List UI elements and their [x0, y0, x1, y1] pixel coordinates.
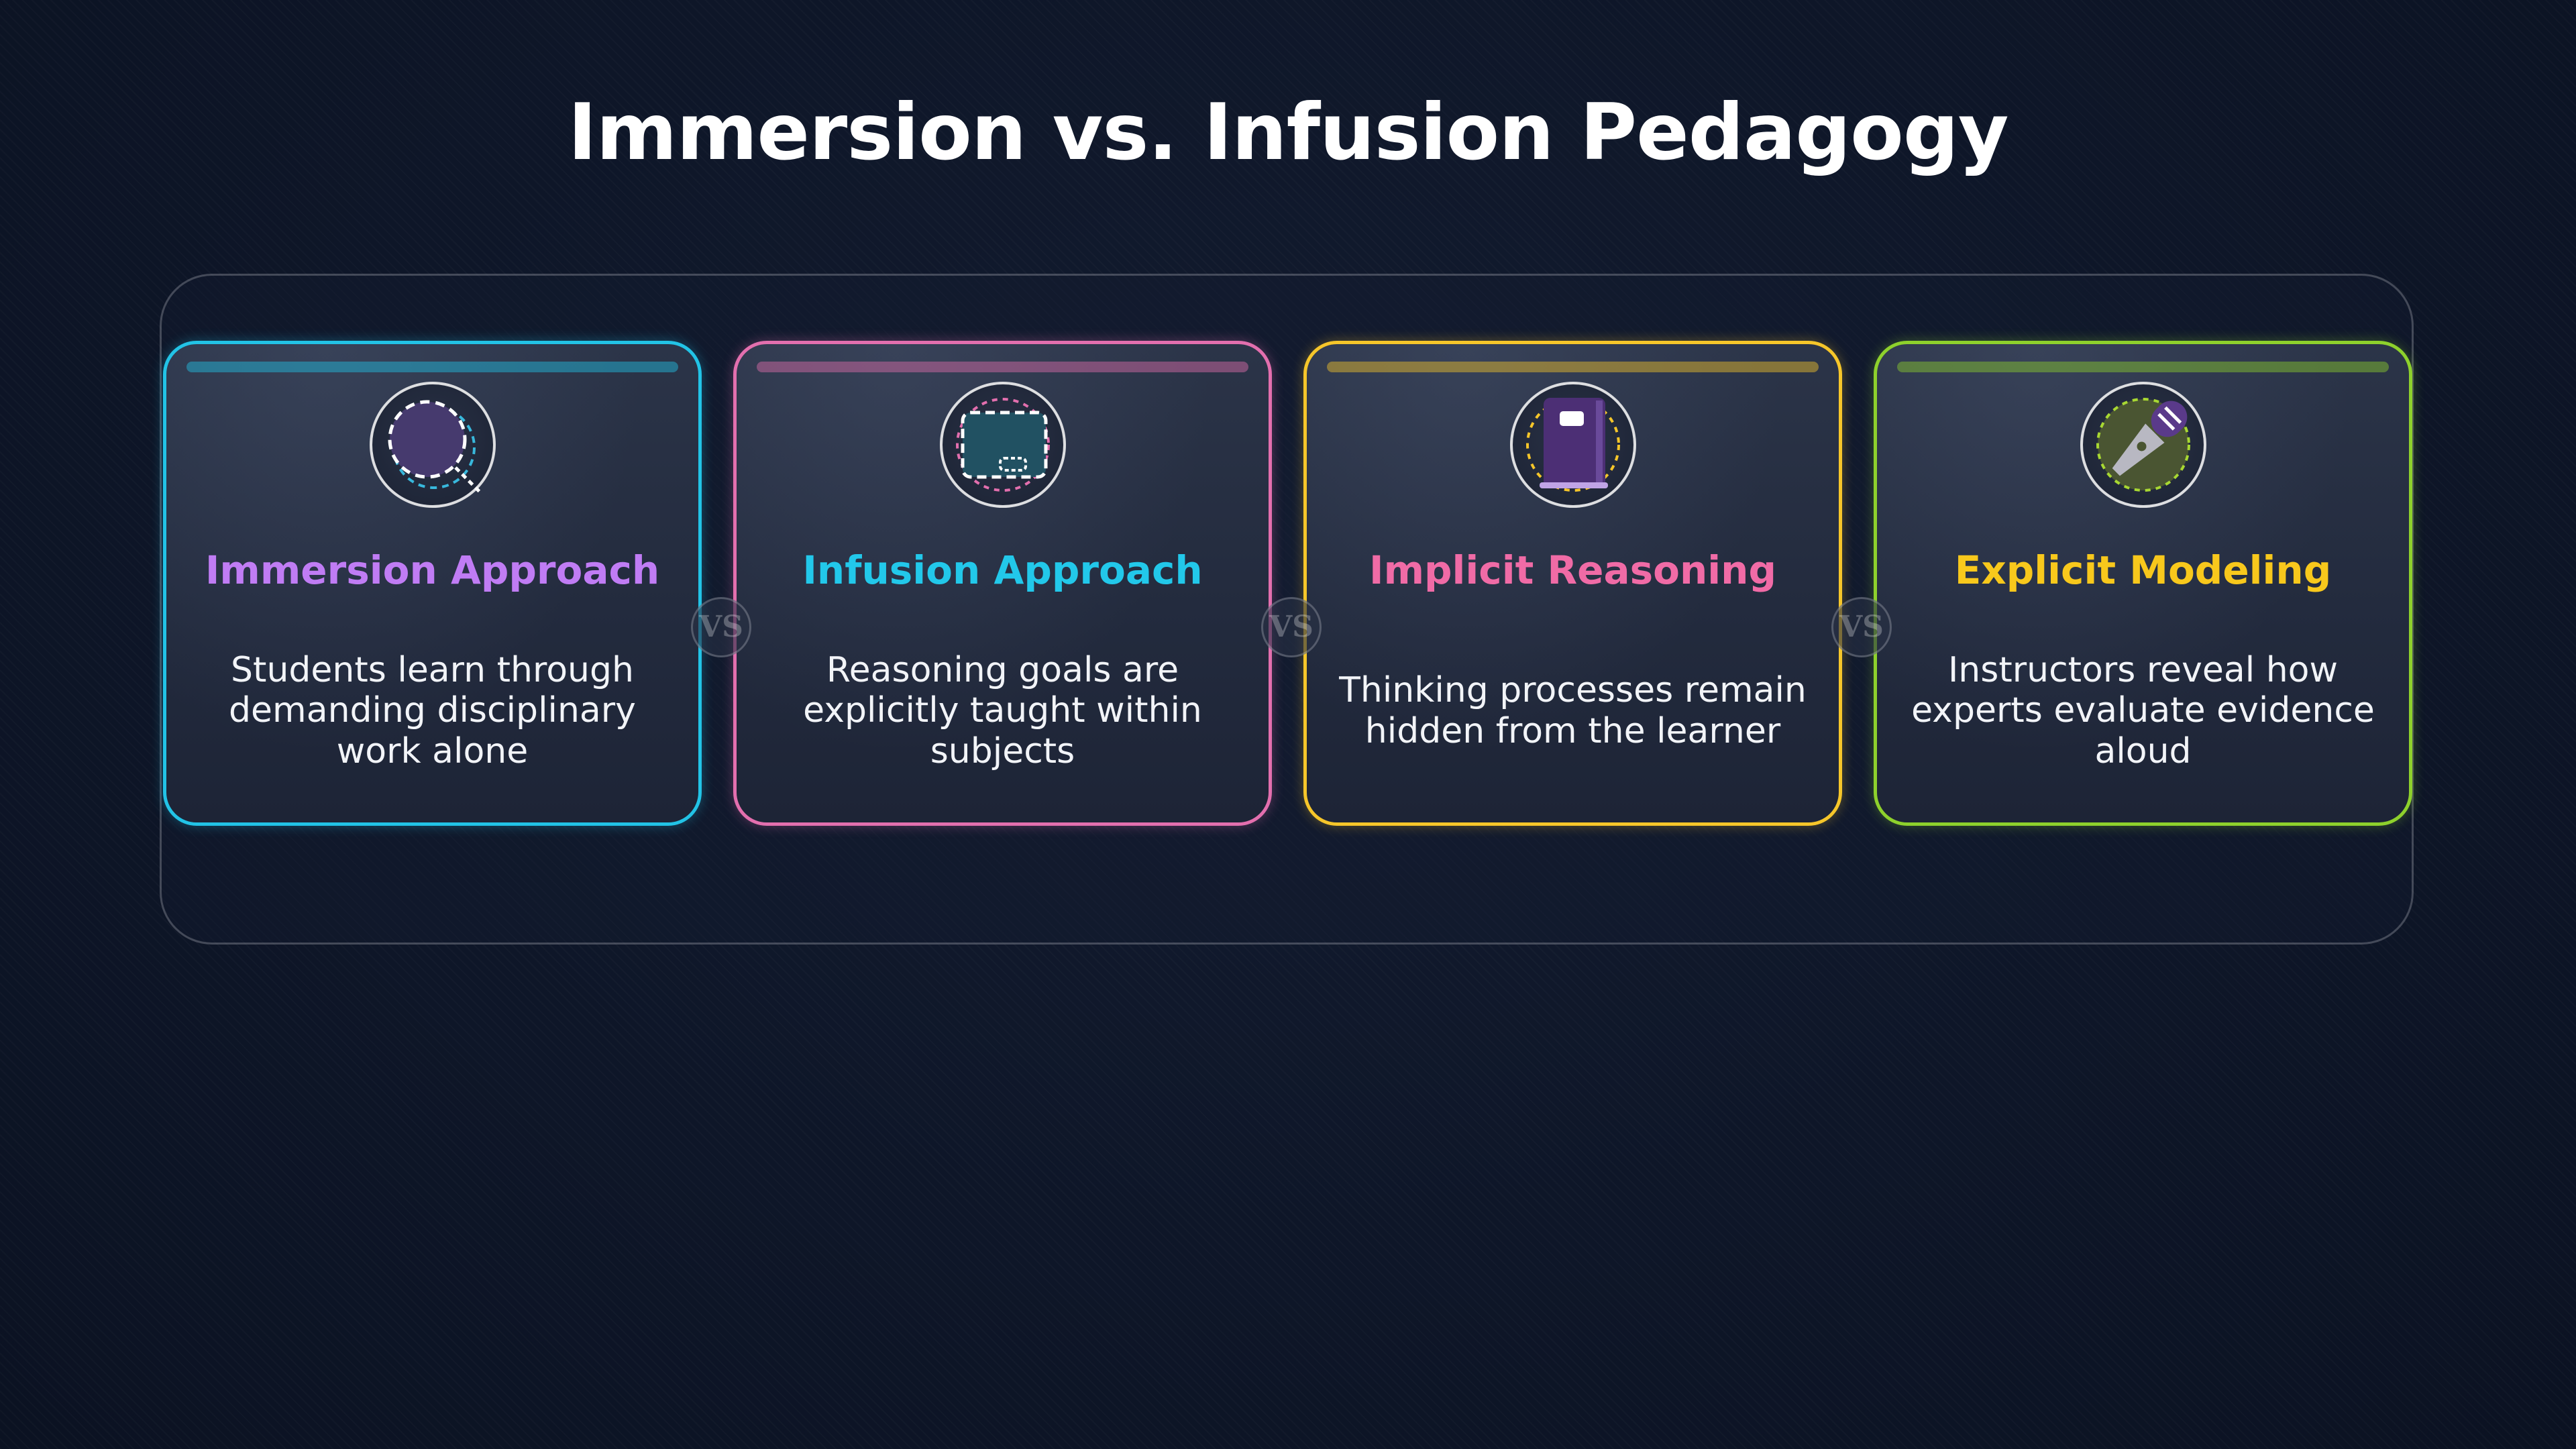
card-heading: Implicit Reasoning [1369, 547, 1776, 593]
book-icon [1509, 382, 1636, 508]
card-description: Instructors reveal how experts evaluate … [1911, 650, 2375, 771]
card-description: Reasoning goals are explicitly taught wi… [803, 650, 1202, 771]
vs-badge: VS [691, 597, 751, 657]
card-accent-bar [1897, 362, 2389, 372]
card-description: Thinking processes remain hidden from th… [1339, 670, 1807, 751]
card-infusion-approach: Infusion Approach Reasoning goals are ex… [733, 341, 1272, 826]
card-explicit-modeling: Explicit Modeling Instructors reveal how… [1874, 341, 2412, 826]
vs-badge: VS [1261, 597, 1322, 657]
card-accent-bar [757, 362, 1248, 372]
card-heading: Infusion Approach [802, 547, 1203, 593]
microphone-icon [2080, 382, 2206, 508]
page-title: Immersion vs. Infusion Pedagogy [568, 87, 2008, 178]
card-accent-bar [186, 362, 678, 372]
screen-icon [939, 382, 1066, 508]
vs-badge: VS [1831, 597, 1892, 657]
card-heading: Explicit Modeling [1954, 547, 2332, 593]
card-implicit-reasoning: Implicit Reasoning Thinking processes re… [1303, 341, 1842, 826]
magnifier-icon [369, 382, 496, 508]
card-heading: Immersion Approach [205, 547, 660, 593]
card-description: Students learn through demanding discipl… [229, 650, 636, 771]
card-accent-bar [1327, 362, 1819, 372]
card-immersion-approach: Immersion Approach Students learn throug… [163, 341, 702, 826]
